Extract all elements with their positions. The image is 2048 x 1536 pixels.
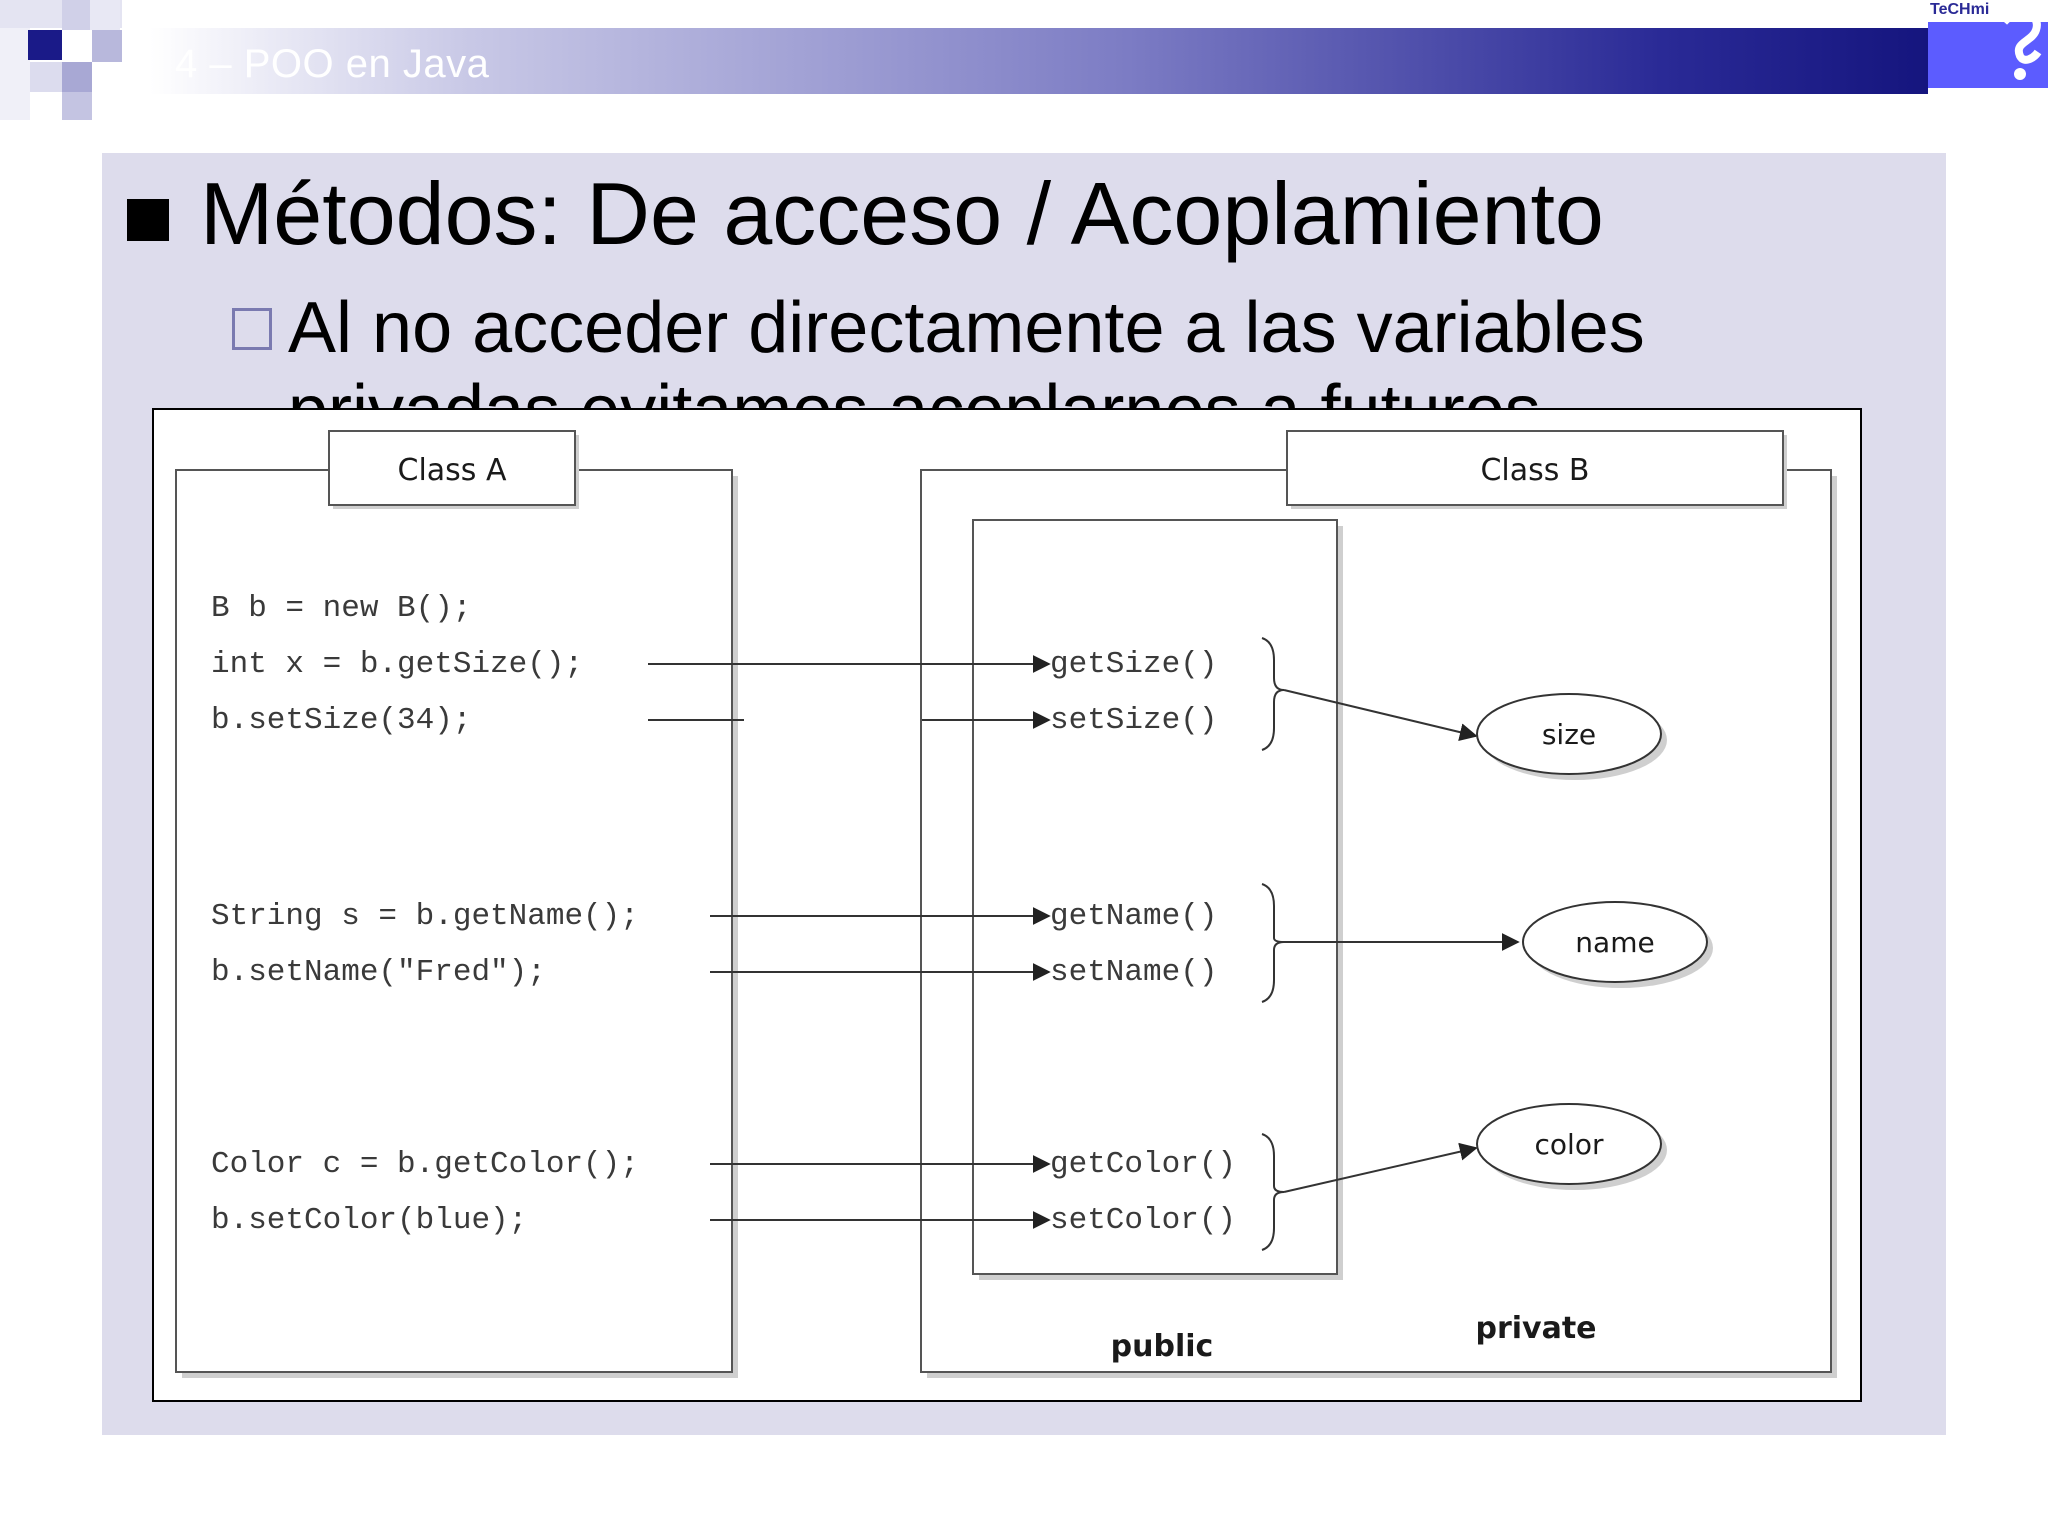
method-label: getName() — [1050, 899, 1217, 934]
public-label: public — [1111, 1329, 1214, 1364]
bullet-square-icon — [127, 199, 169, 241]
method-label: setColor() — [1050, 1203, 1236, 1238]
techmi-logo: TeCHmi — [1928, 0, 2048, 94]
code-line: Color c = b.getColor(); — [211, 1147, 639, 1182]
field-size-ellipse — [1476, 693, 1662, 775]
slide-section-title: 4 – POO en Java — [175, 42, 490, 86]
method-label: getSize() — [1050, 647, 1217, 682]
field-name-ellipse — [1522, 901, 1708, 983]
class-b-title: Class B — [1480, 453, 1589, 488]
code-line: int x = b.getSize(); — [211, 647, 583, 682]
header-decoration — [0, 0, 150, 120]
slide-heading: Métodos: De acceso / Acoplamiento — [200, 164, 1604, 263]
code-line: b.setSize(34); — [211, 703, 471, 738]
method-label: setName() — [1050, 955, 1217, 990]
class-a-title-box — [328, 430, 576, 506]
class-a-title: Class A — [398, 453, 507, 488]
sub-bullet-clip: privadas evitamos acoplarnos a futuros — [288, 300, 1808, 410]
logo-underline — [1928, 88, 2048, 94]
method-label: getColor() — [1050, 1147, 1236, 1182]
public-methods-box — [972, 519, 1338, 1275]
field-arrow — [1283, 1142, 1478, 1193]
bullet-hollow-square-icon — [232, 308, 272, 350]
logo-text: TeCHmi — [1930, 1, 1990, 18]
code-line: b.setName("Fred"); — [211, 955, 546, 990]
field-label: name — [1575, 926, 1654, 959]
header-band — [150, 28, 1928, 94]
logo-mark-icon — [2000, 9, 2042, 80]
private-label: private — [1475, 1311, 1596, 1346]
code-line: String s = b.getName(); — [211, 899, 639, 934]
class-b-title-box — [1286, 430, 1784, 506]
code-line: B b = new B(); — [211, 591, 471, 626]
diagram-frame: Class A B b = new B(); int x = b.getSize… — [152, 408, 1862, 1402]
sub-bullet-text-cut: privadas evitamos acoplarnos a futuros — [288, 370, 1541, 410]
sub-bullet-text: Al no acceder directamente a las variabl… — [288, 288, 1645, 368]
code-line: b.setColor(blue); — [211, 1203, 527, 1238]
field-color-ellipse — [1476, 1103, 1662, 1185]
class-a-box — [175, 469, 733, 1373]
field-label: size — [1542, 718, 1596, 751]
encapsulation-diagram: Class A B b = new B(); int x = b.getSize… — [175, 430, 1837, 1378]
method-label: setSize() — [1050, 703, 1217, 738]
field-arrow — [1283, 689, 1478, 741]
field-label: color — [1535, 1128, 1604, 1161]
